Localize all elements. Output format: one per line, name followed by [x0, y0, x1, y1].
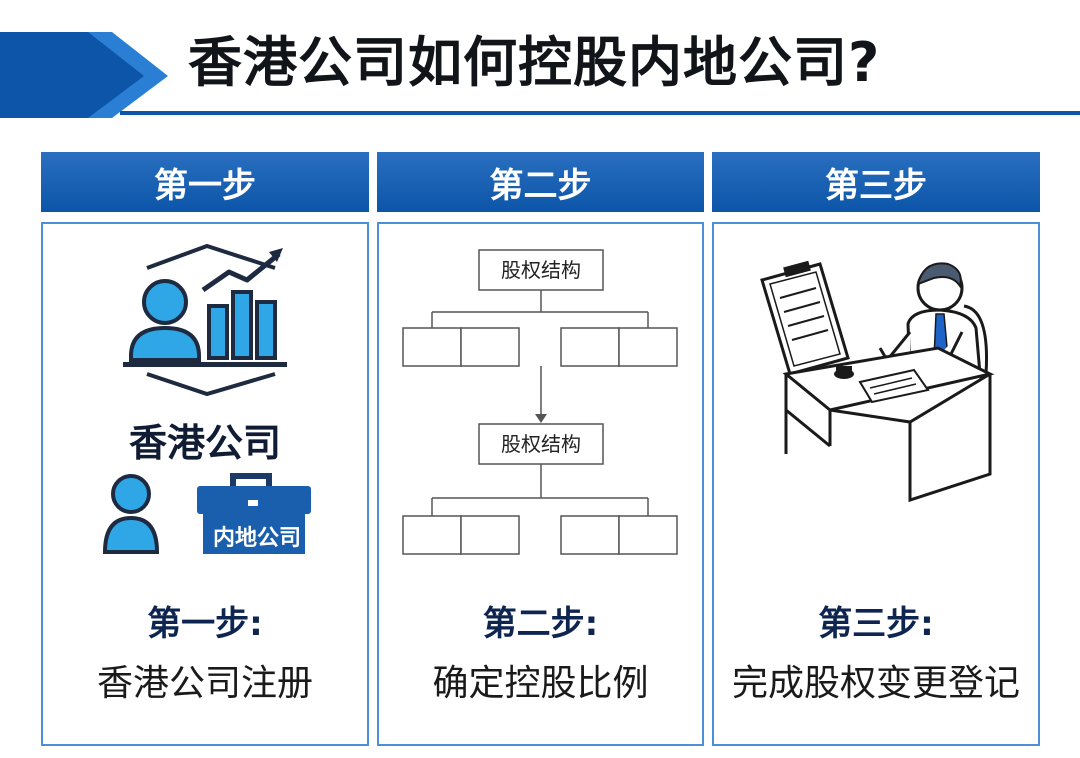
- hong-kong-company-label: 香港公司: [128, 421, 281, 465]
- org-box-top: [478, 249, 604, 291]
- org-chart-icon: [402, 249, 678, 555]
- step-2-description: 确定控股比例: [432, 663, 649, 704]
- briefcase-icon: [197, 473, 311, 554]
- step-2-label: 第二步:: [482, 604, 599, 644]
- equity-structure-top-label: 股权结构: [501, 258, 581, 282]
- clipboard-icon: [760, 260, 850, 376]
- banner-chevron-accent: [88, 32, 168, 118]
- step-1-description: 香港公司注册: [96, 663, 313, 704]
- banner-chevron-main: [0, 32, 148, 118]
- user-chart-icon: [123, 243, 287, 397]
- person-icon: [102, 474, 160, 554]
- panel-step-1: 香港公司 内地公司 第一步: 香港公司注册: [41, 222, 369, 746]
- step-3-label: 第三步:: [818, 604, 934, 644]
- header-banner: [0, 32, 1080, 118]
- desk-icon: [782, 346, 995, 503]
- step-1-label: 第一步:: [147, 604, 263, 644]
- header-underline: [120, 111, 1080, 115]
- panel-step-3: 第三步: 完成股权变更登记: [712, 222, 1040, 746]
- column-header-step-1: 第一步: [41, 152, 369, 212]
- header: 香港公司如何控股内地公司?: [0, 0, 1080, 130]
- equity-structure-bottom-label: 股权结构: [501, 432, 581, 456]
- page-title: 香港公司如何控股内地公司?: [188, 31, 881, 94]
- mainland-company-badge: 内地公司: [212, 526, 301, 551]
- step-3-description: 完成股权变更登记: [731, 663, 1020, 704]
- column-header-step-2: 第二步: [377, 152, 704, 212]
- panel-step-2: 股权结构 股权结构 第二步: 确定控股比例: [377, 222, 704, 746]
- signing-illustration: [760, 260, 995, 503]
- org-box-bottom: [478, 423, 604, 465]
- column-header-step-3: 第三步: [712, 152, 1040, 212]
